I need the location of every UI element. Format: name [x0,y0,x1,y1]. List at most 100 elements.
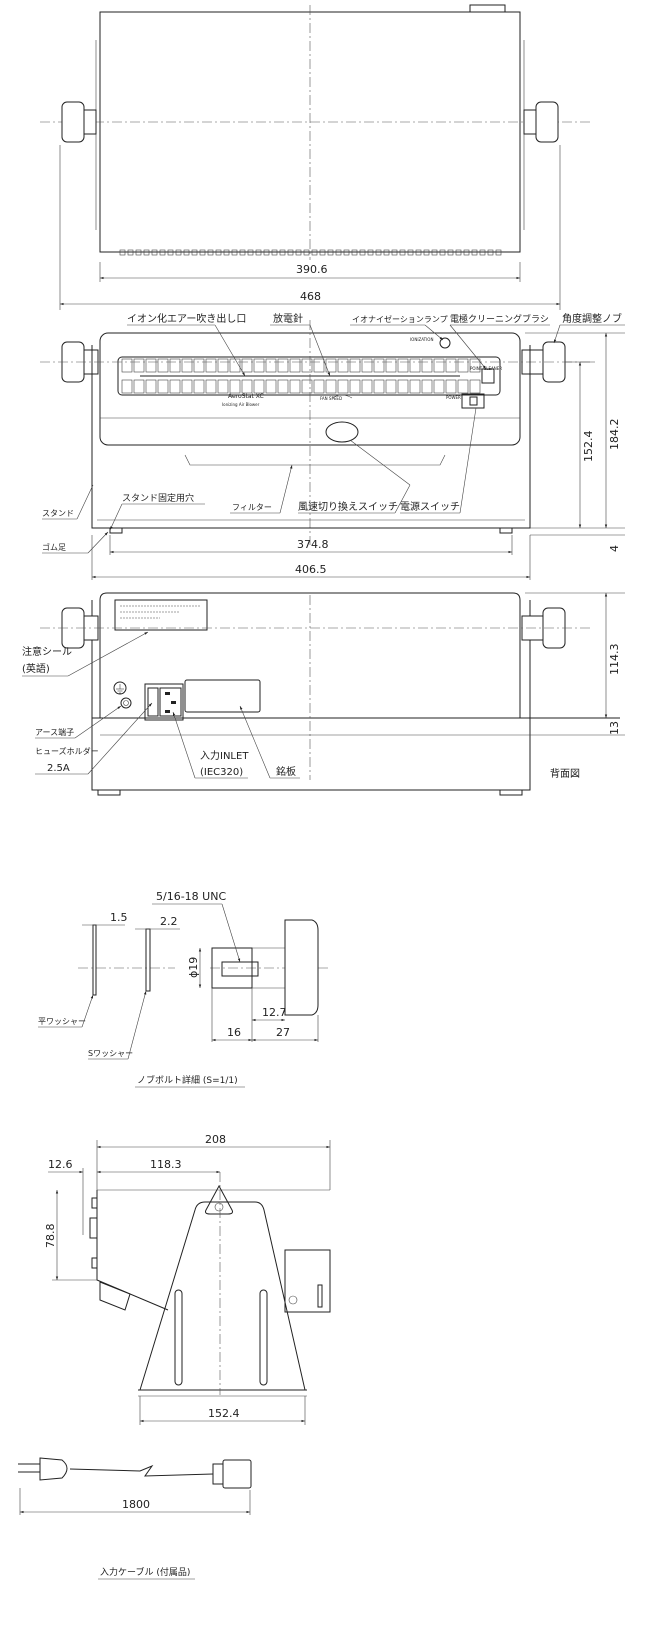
flat-washer [92,924,97,996]
vent-fin [397,358,409,373]
vent-fin [205,358,217,373]
dim-12-6: 12.6 [48,1158,73,1171]
label-fuse-rating: 2.5A [47,763,70,774]
vent-fin [253,358,265,373]
label-ion-lamp: イオナイゼーションランプ [352,314,448,324]
vent-fin [433,358,445,373]
vent-fin [445,379,457,394]
vent-slot [263,249,270,256]
dim-118-3: 118.3 [150,1158,182,1171]
vent-fin [193,379,205,394]
caution-seal [114,599,208,631]
dim-208: 208 [205,1133,226,1146]
vent-slot [199,249,206,256]
vent-fin [301,379,313,394]
angle-knob-side [205,1184,233,1215]
dim-2-2: 2.2 [160,915,178,928]
vent-fin [421,358,433,373]
vent-slot [351,249,358,256]
vent-fin [361,379,373,394]
fan-speed-label: FAN SPEED [320,396,342,401]
dim-114-3: 114.3 [608,644,621,676]
vent-slot [167,249,174,256]
side-view: 208 12.6 118.3 78.8 152.4 [44,1133,331,1425]
vent-fin [301,358,313,373]
label-emitter: 放電針 [273,312,303,325]
back-view-title: 背面図 [550,767,580,780]
vent-slot [415,249,422,256]
vent-slot [335,249,342,256]
label-thread: 5/16-18 UNC [156,890,226,903]
dim-13: 13 [608,721,621,735]
vent-slot [247,249,254,256]
vent-slot [375,249,382,256]
label-filter: フィルター [232,503,272,512]
dim-78-8: 78.8 [44,1224,57,1249]
vent-fin [193,358,205,373]
vent-slot [311,249,318,256]
label-spring-washer: Sワッシャー [88,1049,133,1058]
ionization-label: IONIZATION [410,337,433,342]
vent-slot [287,249,294,256]
vent-fin [181,358,193,373]
vent-fin [241,379,253,394]
label-cleaning-brush: 電極クリーニングブラシ [450,313,549,325]
top-view: 390.6 468 [40,4,590,310]
dim-152-4-base: 152.4 [208,1407,240,1420]
vent-slot [447,249,454,256]
vent-fin [169,358,181,373]
vent-slot [175,249,182,256]
label-fuse: ヒューズホルダー [35,746,99,756]
dim-4: 4 [608,545,621,552]
vent-slot [223,249,230,256]
vent-slot [327,249,334,256]
knob-icon [61,101,559,143]
knob-icon [284,919,319,1016]
power-cable: 1800 入力ケーブル (付属品) [18,1457,252,1580]
vent-slot [119,249,126,256]
vent-fin [205,379,217,394]
fan-speed-knob [325,421,359,443]
cable-title: 入力ケーブル (付属品) [100,1566,190,1578]
vent-fin [445,358,457,373]
vent-fin [277,379,289,394]
plug-icon [18,1457,68,1481]
point-cleaner-label: POINT CLEANER [470,366,502,371]
dim-374-8: 374.8 [297,538,329,551]
vent-fin [385,379,397,394]
vent-slot [215,249,222,256]
label-air-outlet: イオン化エアー吹き出し口 [127,312,246,325]
vent-fin [217,379,229,394]
vent-slot [239,249,246,256]
vent-slot [143,249,150,256]
knob-bolt-detail: 1.5 2.2 ϕ19 5/16-18 UNC 12.7 16 27 平ワッシャ… [38,890,330,1088]
earth-icon [113,681,127,695]
vent-fin [121,379,133,394]
vent-fin [313,379,325,394]
label-earth: アース端子 [35,727,74,737]
vent-slot [455,249,462,256]
vent-fin [337,379,349,394]
dim-184-2: 184.2 [608,419,621,451]
dim-phi-19: ϕ19 [187,957,200,978]
vent-slot [487,249,494,256]
vent-fin [145,358,157,373]
vent-fin [397,379,409,394]
label-stand-hole: スタンド固定用穴 [122,492,194,504]
vent-slot [471,249,478,256]
brand-label: AeroStat XC [228,393,264,400]
earth-terminal [120,697,132,709]
label-nameplate: 銘板 [276,765,296,778]
nameplate [184,679,261,713]
vent-slot [319,249,326,256]
label-stand: スタンド [42,509,74,518]
vent-fin [229,379,241,394]
vent-fin [421,379,433,394]
vent-slot [495,249,502,256]
vent-slot [159,249,166,256]
label-flat-washer: 平ワッシャー [38,1017,86,1026]
vent-fin [409,358,421,373]
vent-slot [439,249,446,256]
